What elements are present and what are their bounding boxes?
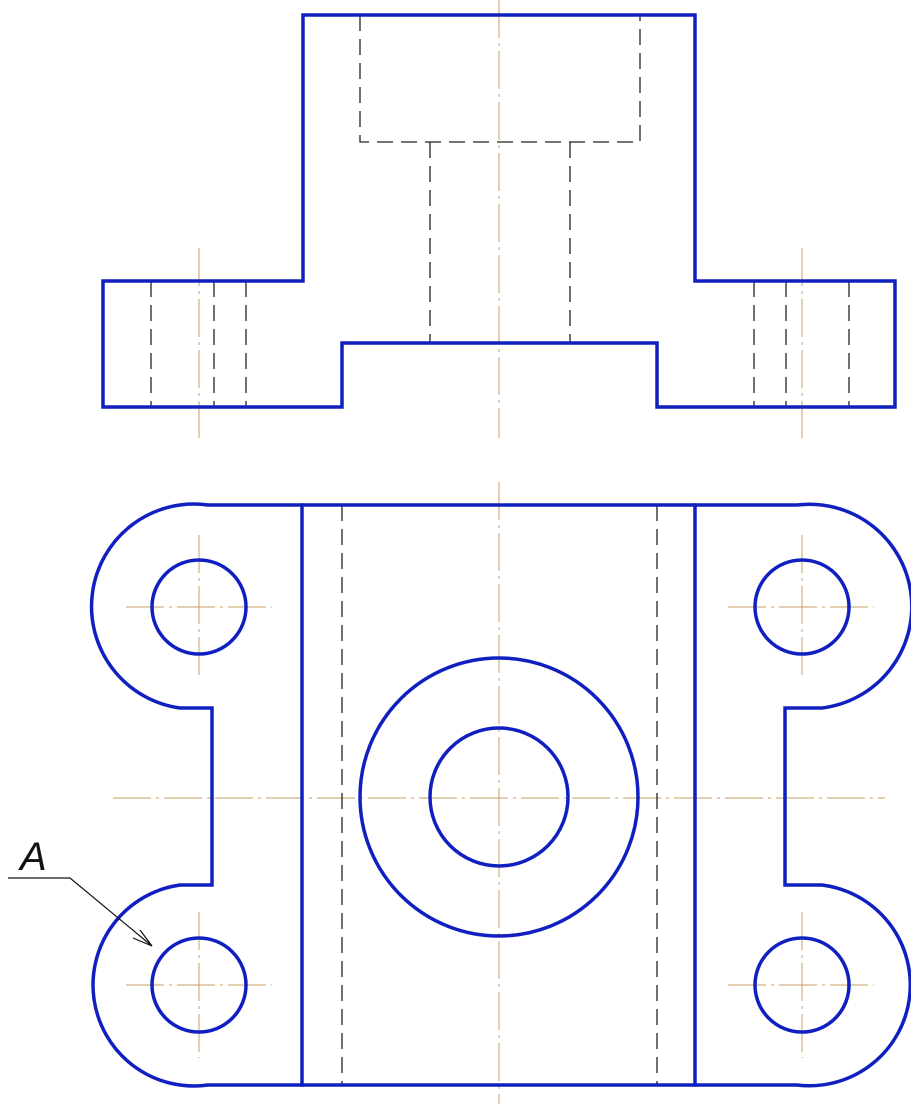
front-view — [101, 0, 897, 438]
hole-bottom-left — [150, 936, 248, 1034]
label-a: A — [18, 835, 47, 879]
hole-top-left — [150, 558, 248, 656]
top-view — [89, 482, 911, 1104]
top-outline — [89, 502, 911, 1088]
hole-bottom-right — [753, 936, 851, 1034]
front-counterbore-hidden — [359, 15, 641, 143]
front-outline — [101, 13, 897, 409]
label-a-callout: A — [8, 835, 153, 947]
hole-top-right — [753, 558, 851, 656]
bore-circle — [428, 726, 570, 868]
boss-outer-circle — [358, 656, 640, 938]
label-a-leader-line — [8, 877, 153, 947]
label-a-arrowhead-icon — [132, 929, 153, 947]
